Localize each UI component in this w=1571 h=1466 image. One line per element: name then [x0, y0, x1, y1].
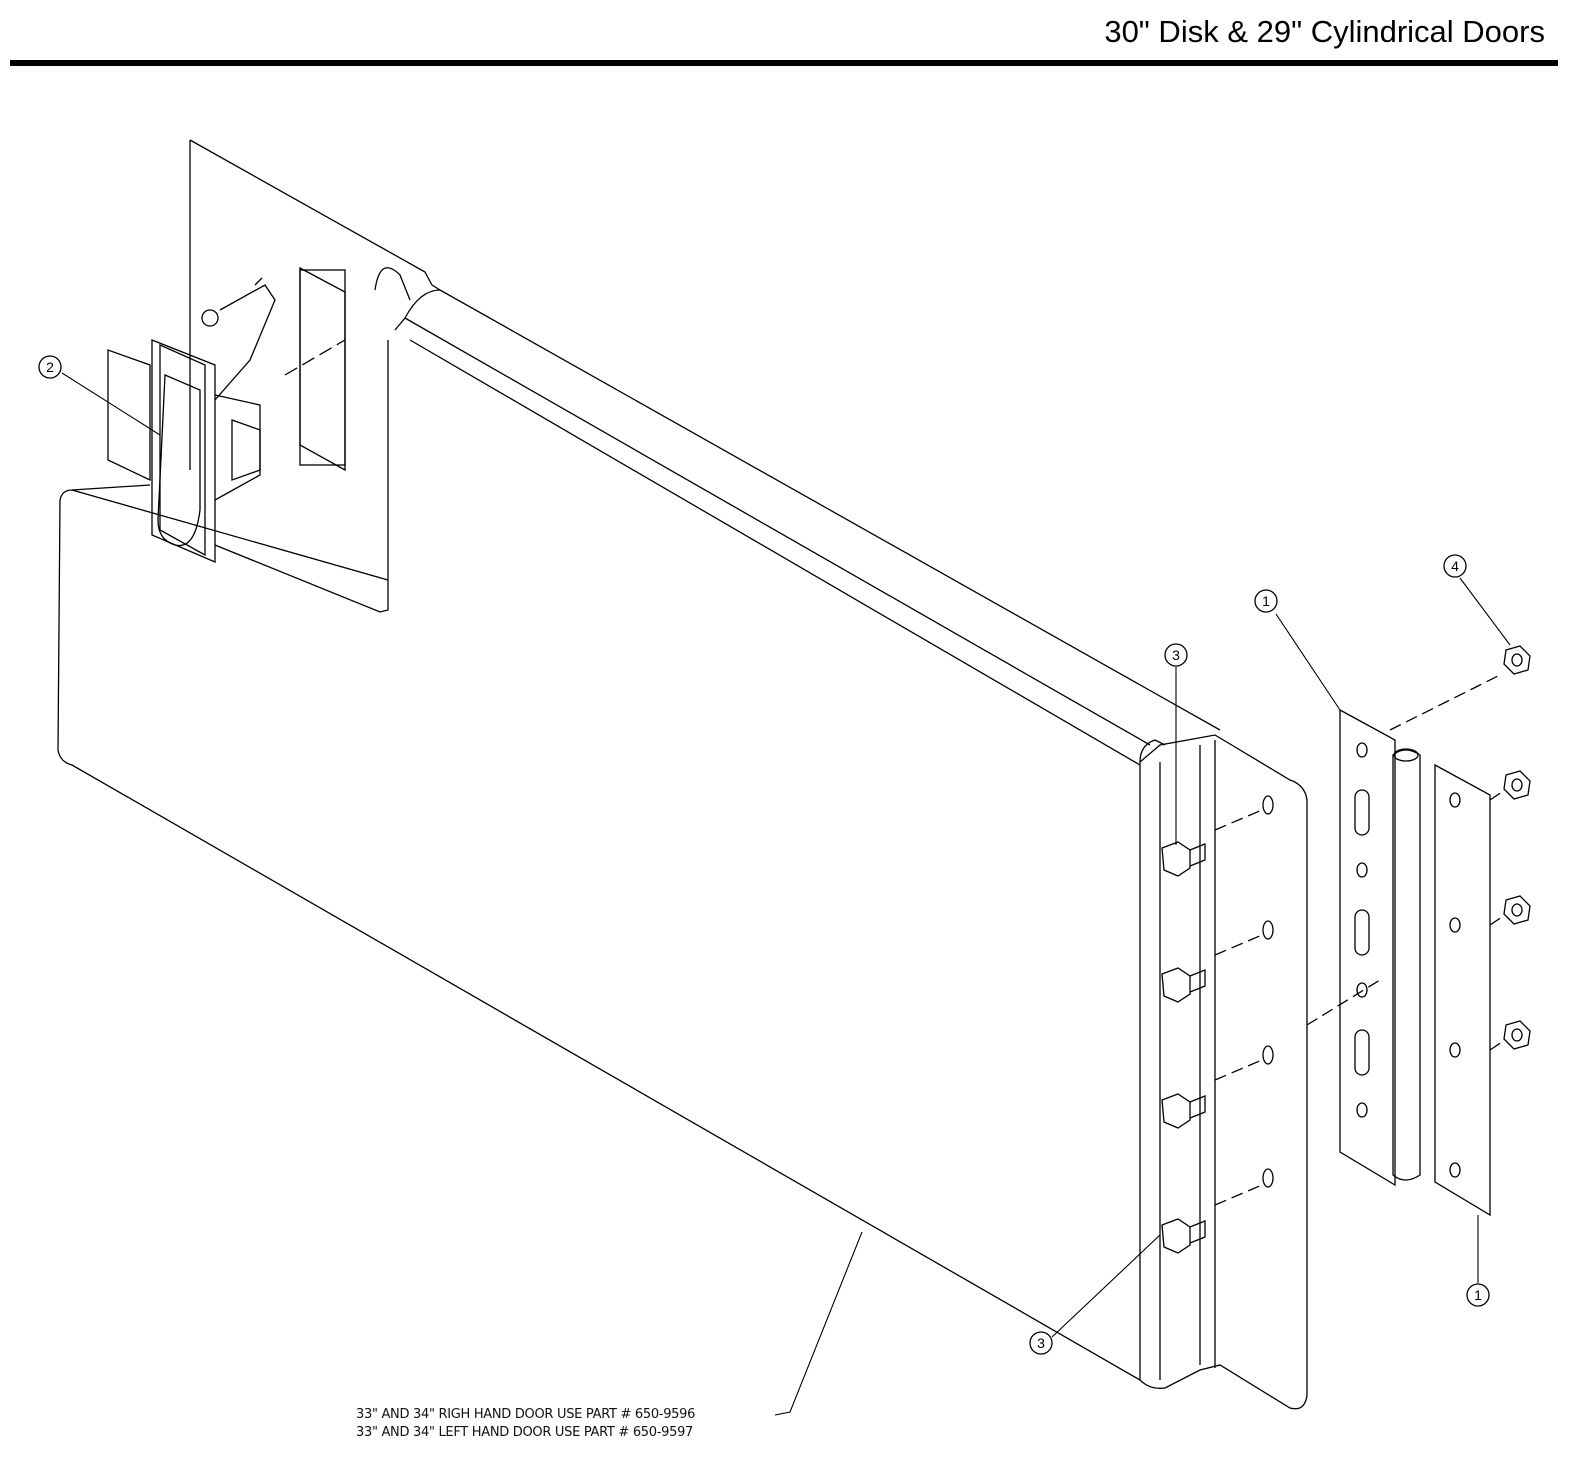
callout-3-bottom: 3	[1029, 1331, 1053, 1355]
latch-assembly	[107, 277, 276, 563]
title-rule	[10, 60, 1558, 66]
bolts	[1161, 841, 1206, 1254]
callout-3-top: 3	[1164, 643, 1188, 667]
bolt	[1161, 841, 1206, 877]
svg-text:3: 3	[1037, 1335, 1045, 1351]
svg-text:4: 4	[1451, 558, 1459, 574]
hinge-holes	[1354, 742, 1461, 1178]
callout-1-top: 1	[1254, 589, 1278, 613]
note-left-hand-part: 33" AND 34" LEFT HAND DOOR USE PART # 65…	[356, 1425, 694, 1440]
note-right-hand-part: 33" AND 34" RIGH HAND DOOR USE PART # 65…	[356, 1407, 696, 1422]
svg-text:2: 2	[46, 359, 54, 375]
svg-text:3: 3	[1172, 647, 1180, 663]
bolt	[1161, 1218, 1206, 1254]
back-plate	[189, 139, 441, 613]
leader-lines	[61, 372, 1511, 1416]
bolt	[1161, 967, 1206, 1003]
nuts	[1503, 645, 1531, 1050]
page-title: 30" Disk & 29" Cylindrical Doors	[1104, 14, 1545, 49]
callout-4: 4	[1443, 554, 1467, 578]
callout-2: 2	[38, 355, 62, 379]
bolt	[1161, 1093, 1206, 1129]
callout-1-bottom: 1	[1466, 1283, 1490, 1307]
hinge	[1339, 708, 1491, 1217]
door-panel	[57, 289, 1308, 1410]
door-holes	[1214, 674, 1506, 1206]
svg-text:1: 1	[1262, 593, 1270, 609]
svg-text:1: 1	[1474, 1287, 1482, 1303]
